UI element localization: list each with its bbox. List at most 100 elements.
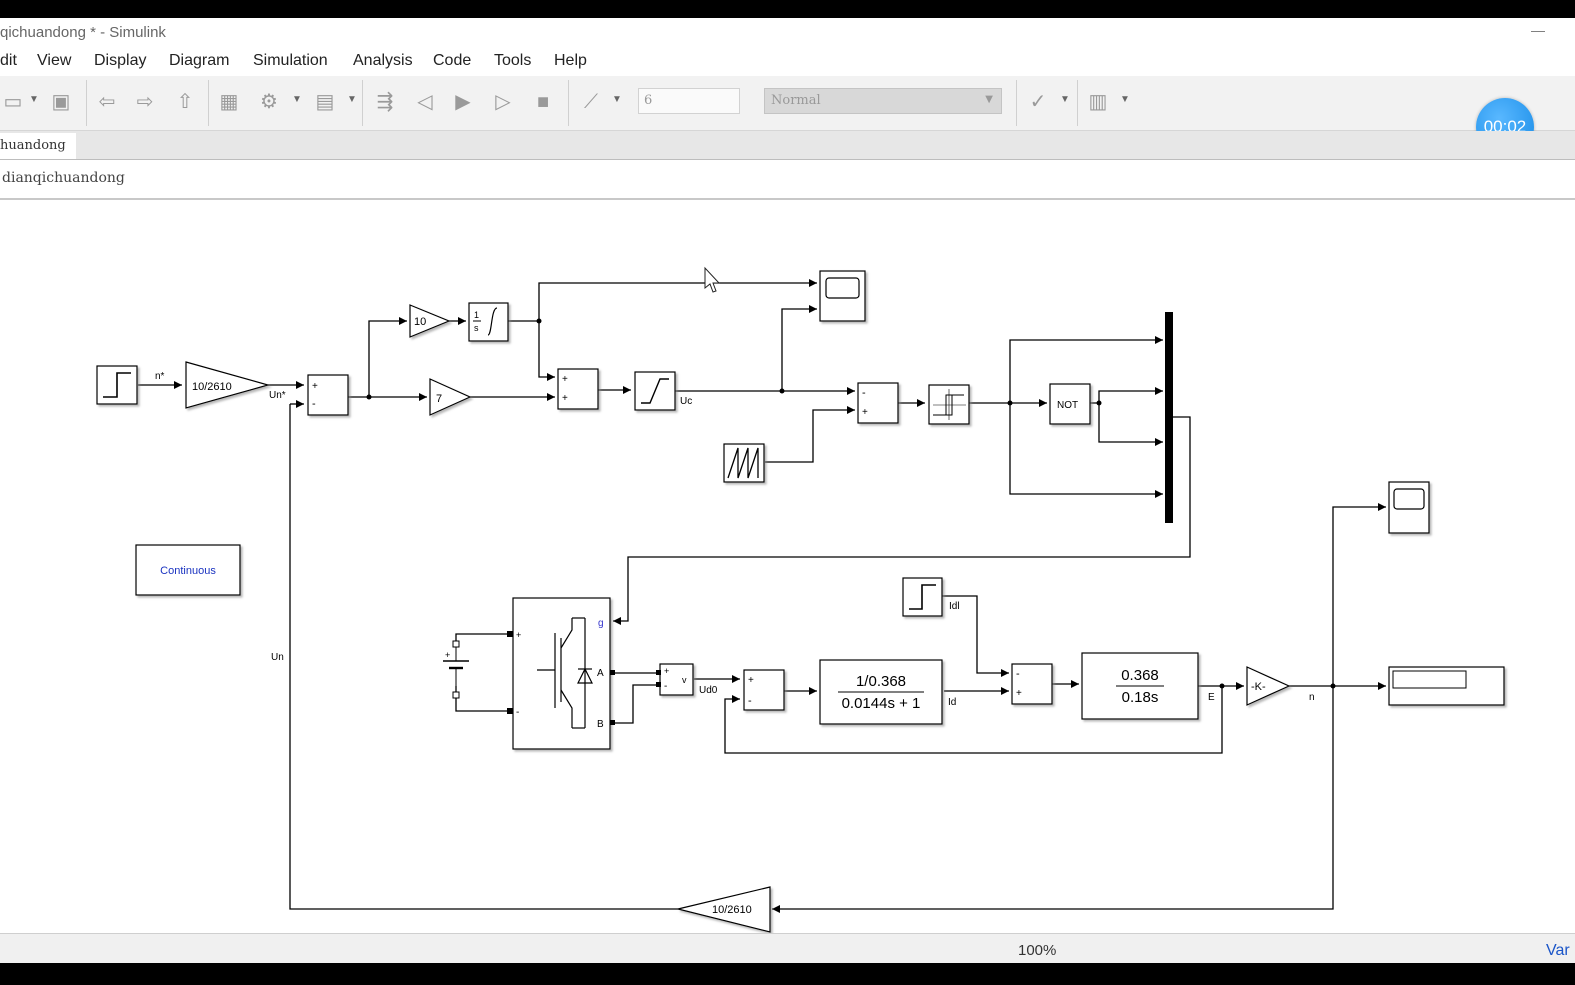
simulink-window: qichuandong * - Simulink — dit View Disp… [0, 18, 1575, 963]
chevron-down-icon[interactable]: ▼ [612, 94, 622, 105]
port-b-label: B [597, 719, 604, 730]
port-plus: + [312, 381, 318, 392]
port-plus: + [862, 407, 868, 418]
toolbar-separator [568, 80, 569, 126]
scope-block-top[interactable] [819, 270, 866, 322]
model-canvas[interactable]: n* 10/2610 Un* + - 10 1 s [0, 200, 1575, 933]
integrator-denominator: s [474, 323, 479, 333]
save-icon[interactable]: ▣ [51, 91, 71, 113]
title-bar: qichuandong * - Simulink — [0, 18, 1575, 46]
minimize-icon[interactable]: — [1531, 22, 1545, 38]
gain-block-7[interactable]: 7 [429, 378, 472, 416]
port-minus: - [748, 695, 752, 707]
port-plus: + [664, 666, 669, 676]
signal-label-n-ref: n* [155, 371, 165, 382]
block-diagram: n* 10/2610 Un* + - 10 1 s [96, 266, 1505, 933]
logic-not-block[interactable]: NOT [1049, 383, 1091, 425]
window-title: qichuandong * - Simulink [0, 24, 166, 41]
back-icon[interactable]: ⇦ [98, 91, 116, 113]
toolbar: ▭ ▼ ▣ ⇦ ⇨ ⇧ ▦ ⚙ ▼ ▤ ▼ ⇶ ◁ ▶ ▷ ■ ⟋ ▼ 6 No… [0, 76, 1575, 131]
sum-block-load[interactable]: - + [1011, 663, 1053, 705]
gear-icon[interactable]: ⚙ [260, 91, 278, 113]
library-browser-icon[interactable]: ▦ [219, 91, 239, 113]
toolbar-separator [208, 80, 209, 126]
menu-help[interactable]: Help [554, 52, 587, 69]
transfer-fcn-mechanical[interactable]: 0.368 0.18s [1081, 652, 1199, 720]
repeating-sequence-block[interactable] [723, 443, 765, 483]
data-inspector-icon[interactable]: ⟋ [584, 91, 598, 113]
menu-display[interactable]: Display [94, 52, 147, 69]
update-diagram-icon[interactable]: ⇶ [376, 91, 394, 113]
transfer-fcn-armature[interactable]: 1/0.368 0.0144s + 1 [819, 659, 943, 725]
chevron-down-icon[interactable]: ▼ [292, 94, 302, 105]
chevron-down-icon[interactable]: ▼ [1060, 94, 1070, 105]
step-block-load[interactable] [902, 577, 943, 617]
up-icon[interactable]: ⇧ [176, 91, 194, 113]
solver-link[interactable]: Var [1546, 942, 1570, 959]
signal-label-ud0: Ud0 [699, 685, 718, 696]
port-v-label: v [682, 675, 687, 685]
tf-armature-denominator: 0.0144s + 1 [842, 695, 921, 712]
chevron-down-icon[interactable]: ▼ [347, 94, 357, 105]
menu-view[interactable]: View [37, 52, 72, 69]
menu-diagram[interactable]: Diagram [169, 52, 230, 69]
model-tab-bar: huandong [0, 131, 1575, 160]
step-back-icon[interactable]: ◁ [417, 91, 433, 113]
mux-block[interactable] [1165, 312, 1173, 523]
igbt-diode-block[interactable]: + - g A B [507, 597, 615, 750]
zoom-level[interactable]: 100% [1018, 942, 1057, 959]
junction-dots [366, 318, 1336, 689]
gain-block-speed-feedback[interactable]: 10/2610 [677, 886, 771, 933]
gain-block-k[interactable]: -K- [1246, 666, 1291, 706]
sum-block-speed-error[interactable]: + - [307, 374, 349, 416]
port-minus: - [312, 398, 316, 410]
menu-code[interactable]: Code [433, 52, 472, 69]
port-minus: - [1016, 668, 1020, 680]
menu-analysis[interactable]: Analysis [353, 52, 413, 69]
chevron-down-icon[interactable]: ▼ [29, 94, 39, 105]
model-tab[interactable]: huandong [0, 133, 76, 159]
stop-icon[interactable]: ■ [536, 91, 550, 113]
signal-label-uc: Uc [680, 396, 692, 407]
sum-block-compare[interactable]: - + [857, 382, 899, 424]
sum-block-pi[interactable]: + + [557, 368, 599, 410]
forward-icon[interactable]: ⇨ [136, 91, 154, 113]
menu-edit[interactable]: dit [0, 52, 17, 69]
port-plus: + [562, 393, 568, 404]
tf-mechanical-denominator: 0.18s [1122, 689, 1159, 706]
gain-value-speed-feedback: 10/2610 [712, 904, 752, 916]
dc-source-block[interactable]: + [443, 640, 469, 699]
chevron-down-icon[interactable]: ▼ [1120, 94, 1130, 105]
model-explorer-icon[interactable]: ▤ [315, 91, 335, 113]
display-block[interactable] [1388, 666, 1505, 706]
powergui-label: Continuous [160, 565, 216, 577]
scope-block-speed[interactable] [1388, 481, 1430, 534]
port-plus: + [748, 675, 754, 686]
relay-block[interactable] [928, 384, 970, 425]
saturation-block[interactable] [634, 371, 676, 411]
port-g-label: g [598, 618, 604, 629]
new-model-icon[interactable]: ▭ [3, 91, 23, 113]
signal-label-un-ref: Un* [269, 390, 286, 401]
tf-armature-numerator: 1/0.368 [856, 673, 906, 690]
signal-label-id: Id [948, 697, 956, 708]
integrator-block[interactable]: 1 s [468, 302, 509, 342]
menu-simulation[interactable]: Simulation [253, 52, 328, 69]
sum-block-current[interactable]: + - [743, 669, 785, 711]
simulation-mode-select[interactable]: Normal ▼ [764, 88, 1002, 114]
gain-block-speed-scale[interactable]: 10/2610 [185, 361, 271, 409]
stop-time-input[interactable]: 6 [638, 88, 740, 114]
step-forward-icon[interactable]: ▷ [495, 91, 511, 113]
build-icon[interactable]: ▥ [1088, 91, 1108, 113]
toolbar-separator [86, 80, 87, 126]
step-block-speed-ref[interactable] [96, 365, 138, 405]
toolbar-separator [1077, 80, 1078, 126]
voltage-measurement-block[interactable]: + - v [656, 663, 694, 696]
gain-block-10[interactable]: 10 [409, 304, 451, 338]
menu-tools[interactable]: Tools [494, 52, 532, 69]
breadcrumb[interactable]: dianqichuandong [2, 170, 125, 186]
toolbar-separator [1016, 80, 1017, 126]
model-advisor-icon[interactable]: ✓ [1029, 91, 1047, 113]
run-icon[interactable]: ▶ [455, 91, 471, 113]
powergui-block[interactable]: Continuous [135, 544, 241, 596]
